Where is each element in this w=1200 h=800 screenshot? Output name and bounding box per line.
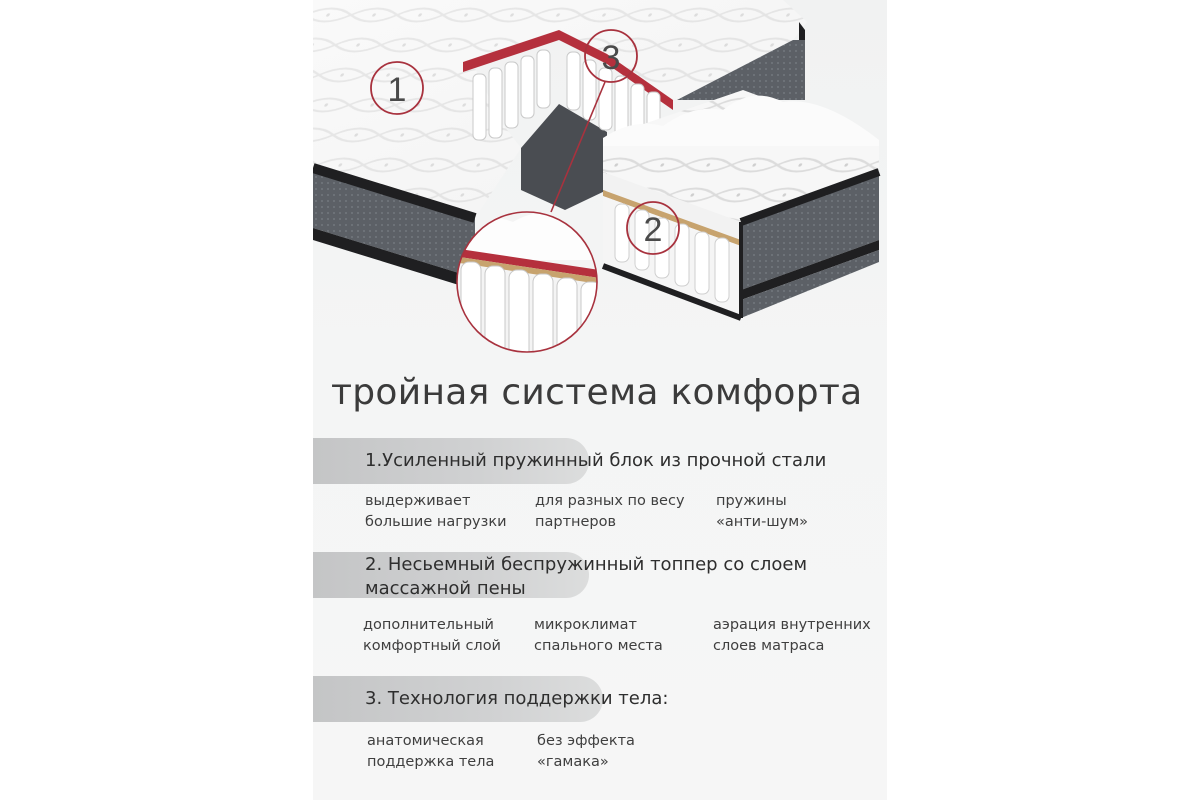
- section-1-title-line: 1.Усиленный пружинный блок из прочной ст…: [365, 450, 827, 471]
- feature-line: «анти-шум»: [716, 514, 808, 530]
- feature-line: партнеров: [535, 514, 617, 530]
- section-3-feature: анатомическая поддержка тела: [367, 731, 494, 773]
- marker-3: 3: [584, 29, 638, 83]
- connector-line: [550, 81, 606, 213]
- feature-line: выдерживает: [365, 493, 471, 509]
- section-2-title-line: массажной пены: [365, 578, 526, 599]
- zoom-detail-circle: [456, 211, 598, 353]
- feature-line: анатомическая: [367, 733, 484, 749]
- marker-3-label: 3: [602, 39, 621, 77]
- section-2-feature: микроклимат спального места: [534, 615, 663, 657]
- marker-2: 2: [626, 201, 680, 255]
- section-2-feature: аэрация внутренних слоев матраса: [713, 615, 871, 657]
- section-1-band: [313, 438, 589, 484]
- section-1-feature: выдерживает большие нагрузки: [365, 491, 507, 533]
- section-2-title-line: 2. Несьемный беспружинный топпер со слое…: [365, 554, 808, 575]
- section-1-feature: пружины «анти-шум»: [716, 491, 808, 533]
- feature-line: большие нагрузки: [365, 514, 507, 530]
- section-1-feature: для разных по весу партнеров: [535, 491, 685, 533]
- feature-line: для разных по весу: [535, 493, 685, 509]
- feature-line: аэрация внутренних: [713, 617, 871, 633]
- feature-line: без эффекта: [537, 733, 635, 749]
- marker-1-label: 1: [388, 71, 407, 109]
- marker-1: 1: [370, 61, 424, 115]
- feature-line: поддержка тела: [367, 754, 495, 770]
- product-card: 1 2 3 тройная система комфорта 1.Усиленн…: [313, 0, 887, 800]
- section-3-feature: без эффекта «гамака»: [537, 731, 635, 773]
- feature-line: комфортный слой: [363, 638, 501, 654]
- feature-line: микроклимат: [534, 617, 637, 633]
- feature-line: спального места: [534, 638, 663, 654]
- section-2-feature: дополнительный комфортный слой: [363, 615, 501, 657]
- section-1-title: 1.Усиленный пружинный блок из прочной ст…: [365, 449, 826, 473]
- section-2-band: [313, 552, 589, 598]
- section-2-title: 2. Несьемный беспружинный топпер со слое…: [365, 553, 807, 601]
- marker-2-label: 2: [644, 211, 663, 249]
- section-3-band: [313, 676, 603, 722]
- mattress-illustration: 1 2 3: [313, 0, 881, 353]
- section-3-title-line: 3. Технология поддержки тела:: [365, 688, 669, 709]
- feature-line: слоев матраса: [713, 638, 825, 654]
- headline: тройная система комфорта: [331, 372, 863, 413]
- feature-line: пружины: [716, 493, 787, 509]
- section-3-title: 3. Технология поддержки тела:: [365, 687, 668, 711]
- feature-line: дополнительный: [363, 617, 494, 633]
- feature-line: «гамака»: [537, 754, 609, 770]
